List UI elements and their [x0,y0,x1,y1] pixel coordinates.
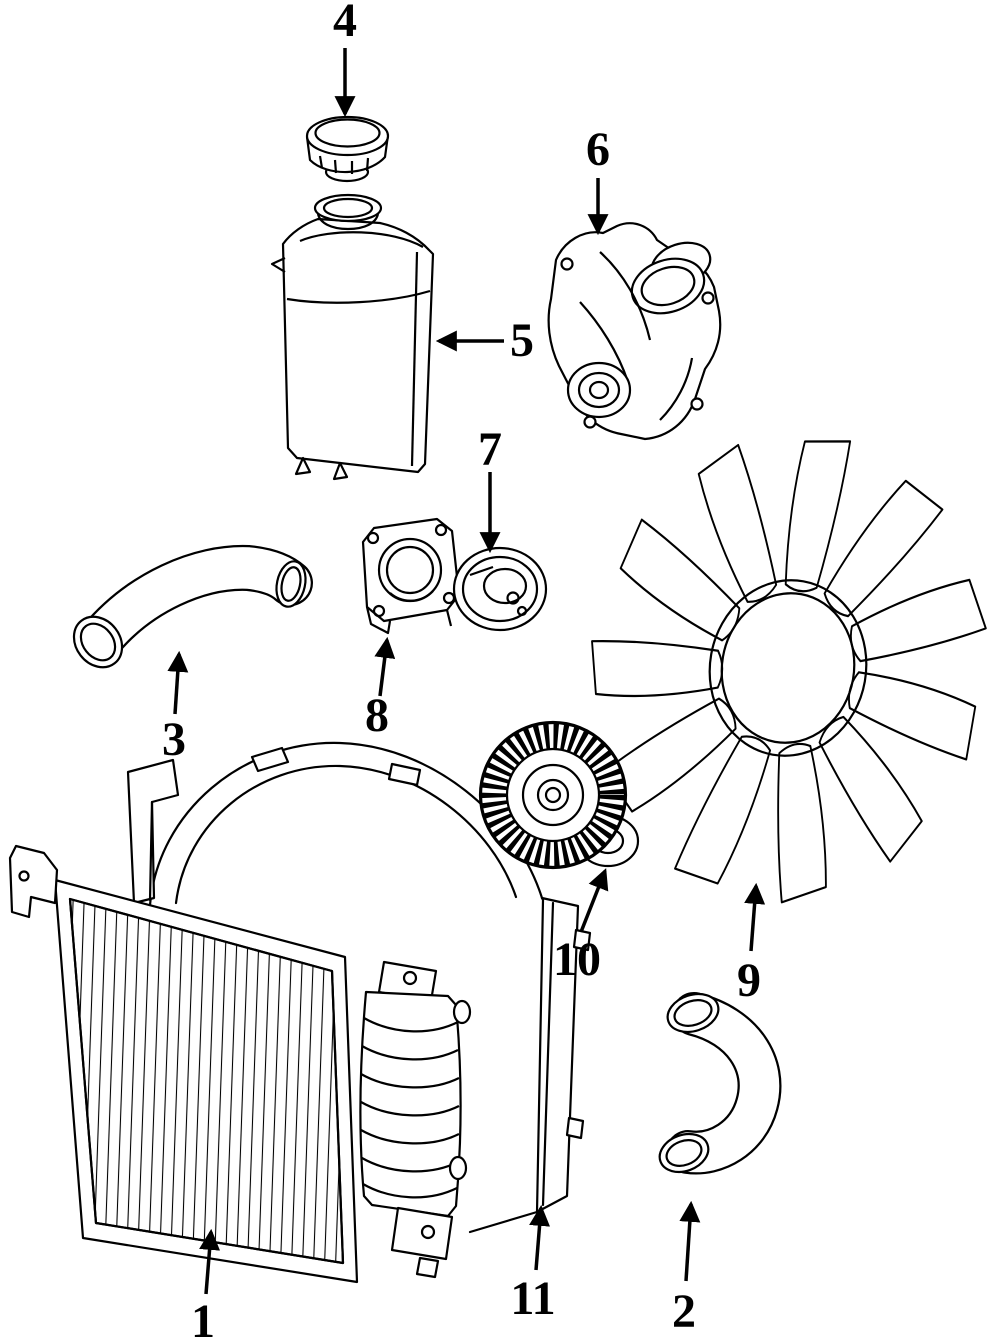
callout-11[interactable]: 11 [510,1204,556,1325]
callouts-layer: 1 2 3 4 5 6 7 8 [162,0,766,1342]
fan-blade-drawing [591,440,987,904]
thermostat-housing-drawing [361,517,461,635]
upper-hose-drawing [72,544,313,669]
callout-7-label: 7 [478,423,502,476]
callout-6-label: 6 [586,123,610,176]
callout-6[interactable]: 6 [586,123,610,236]
expansion-tank-drawing [270,193,435,481]
callout-11-arrow [529,1204,551,1271]
lower-hose-drawing [658,992,782,1175]
callout-10-label: 10 [553,933,601,986]
callout-11-label: 11 [510,1272,555,1325]
callout-7[interactable]: 7 [478,423,502,554]
callout-2-label: 2 [672,1285,696,1338]
callout-10[interactable]: 10 [553,868,609,986]
water-pump-drawing [547,222,722,441]
callout-8-label: 8 [365,689,389,742]
radiator-drawing [8,844,472,1284]
callout-2[interactable]: 2 [672,1200,701,1338]
callout-1-arrow [199,1228,221,1295]
callout-1-label: 1 [191,1295,215,1342]
callout-3-label: 3 [162,713,186,766]
expansion-tank-cap-drawing [305,115,390,183]
callout-2-arrow [679,1200,701,1282]
callout-8-arrow [374,636,396,697]
callout-1[interactable]: 1 [191,1228,221,1342]
callout-5-label: 5 [510,314,534,367]
callout-9-arrow [744,882,766,952]
callout-4[interactable]: 4 [333,0,357,118]
fan-clutch-drawing [478,720,640,870]
callout-3[interactable]: 3 [162,650,189,766]
callout-5[interactable]: 5 [435,314,534,367]
callout-3-arrow [167,650,189,715]
fan-shroud-drawing [126,741,592,1234]
callout-8[interactable]: 8 [365,636,396,742]
callout-9-label: 9 [737,954,761,1007]
callout-4-label: 4 [333,0,357,47]
callout-9[interactable]: 9 [737,882,766,1007]
callout-10-arrow [579,868,609,933]
thermostat-drawing [452,546,548,632]
